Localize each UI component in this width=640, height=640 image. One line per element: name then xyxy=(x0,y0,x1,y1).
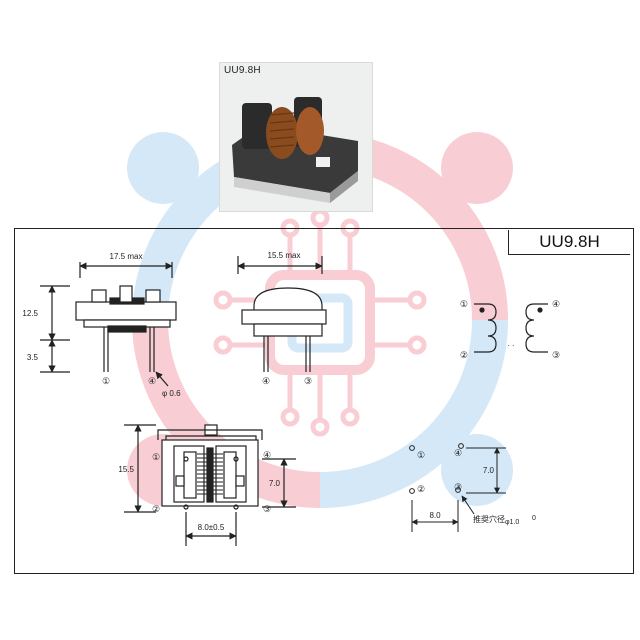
bottom-hspacing-label: 8.0±0.5 xyxy=(198,523,225,532)
schematic xyxy=(474,303,548,353)
pcb-pin1-label: ① xyxy=(417,450,425,460)
schematic-pin3: ③ xyxy=(552,350,560,360)
pcb-vspacing-label: 7.0 xyxy=(483,466,495,475)
front-pin4-label: ④ xyxy=(148,376,156,386)
pcb-hole-tol: 0 xyxy=(532,515,536,522)
photo-label: UU9.8H xyxy=(224,65,261,76)
bottom-view xyxy=(124,424,296,546)
bottom-pin2-label: ② xyxy=(152,504,160,514)
pcb-layout xyxy=(409,443,506,532)
bottom-vspacing-label: 7.0 xyxy=(269,479,281,488)
schematic-pin2: ② xyxy=(460,350,468,360)
front-view xyxy=(40,262,177,387)
schematic-dots: . . xyxy=(508,339,515,348)
bottom-pin3-label: ③ xyxy=(263,504,271,514)
front-pin1-label: ① xyxy=(102,376,110,386)
product-photo: UU9.8H xyxy=(219,62,373,212)
schematic-pin1: ① xyxy=(460,299,468,309)
front-body-height-label: 12.5 xyxy=(22,309,38,318)
pcb-pin4-label: ④ xyxy=(454,448,462,458)
pcb-pin2-label: ② xyxy=(417,484,425,494)
front-pin-dia-label: φ 0.6 xyxy=(162,389,181,398)
pcb-hspacing-label: 8.0 xyxy=(429,511,441,520)
side-pin4-label: ④ xyxy=(262,376,270,386)
schematic-pin4: ④ xyxy=(552,299,560,309)
schematic-dot-4 xyxy=(537,307,543,313)
side-view xyxy=(237,256,327,372)
front-width-label: 17.5 max xyxy=(110,252,143,261)
schematic-dot-1 xyxy=(479,307,485,313)
drawing-title: UU9.8H xyxy=(508,230,630,255)
bottom-pin1-label: ① xyxy=(152,452,160,462)
bottom-pin4-label: ④ xyxy=(263,450,271,460)
side-width-label: 15.5 max xyxy=(268,251,301,260)
side-pin3-label: ③ xyxy=(304,376,312,386)
pcb-pin3-label: ③ xyxy=(454,482,462,492)
inductor-picture xyxy=(232,97,358,203)
pcb-hole-note: 推奨穴径 xyxy=(473,514,505,524)
pcb-hole-dia: φ1.0 xyxy=(505,519,519,526)
front-pin-height-label: 3.5 xyxy=(27,353,39,362)
bottom-height-label: 15.5 xyxy=(118,465,134,474)
drawing-sheet xyxy=(14,228,634,574)
